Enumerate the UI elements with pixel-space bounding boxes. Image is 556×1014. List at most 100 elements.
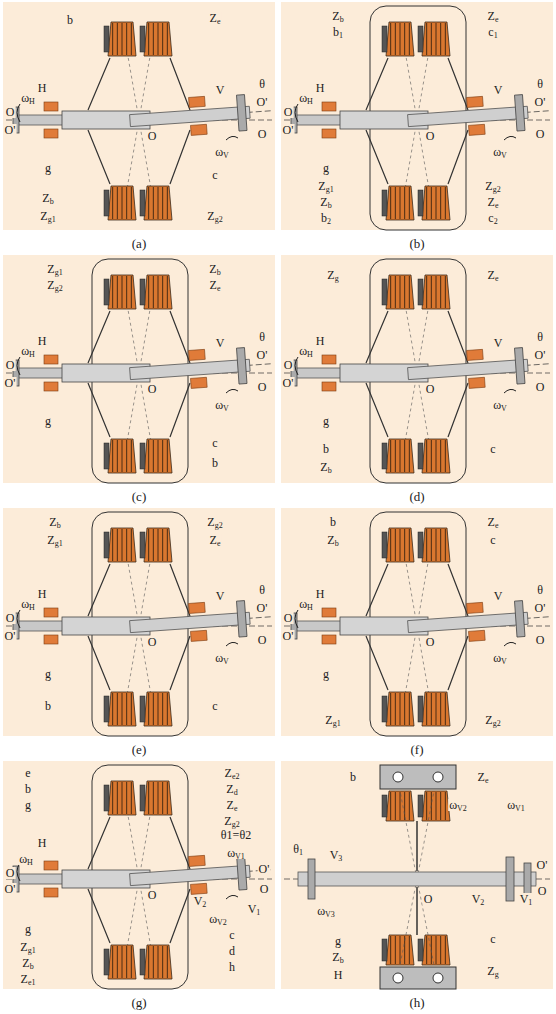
part-label: Zb: [319, 461, 332, 473]
part-label: O': [4, 883, 17, 895]
part-label: Zg2: [206, 210, 223, 222]
part-label: Zg1: [46, 534, 63, 546]
part-label: ωV1: [226, 847, 246, 859]
part-label: V1: [247, 903, 262, 915]
part-label: ωH: [298, 92, 314, 104]
panel-caption: (a): [131, 237, 147, 250]
part-label: ωV2: [208, 913, 228, 925]
part-label: O: [535, 128, 546, 140]
panel-caption: (f): [410, 743, 425, 756]
part-label: Zg1: [317, 180, 334, 192]
part-label: θ: [536, 331, 544, 343]
part-label: Zd: [225, 783, 238, 795]
part-label: ωV: [214, 146, 230, 158]
part-label: O': [4, 630, 17, 642]
part-label: O: [147, 383, 158, 395]
part-label: O': [256, 602, 269, 614]
panel-caption: (c): [131, 490, 147, 503]
part-label: ωH: [298, 345, 314, 357]
part-label: V: [215, 337, 226, 349]
part-label: O: [5, 106, 16, 118]
part-label: ωH: [20, 598, 36, 610]
part-label: Zb: [331, 951, 344, 963]
part-label: O: [425, 636, 436, 648]
part-label: O': [4, 377, 17, 389]
part-label: H: [333, 969, 344, 981]
part-label: g: [322, 415, 330, 427]
part-label: O: [423, 893, 434, 905]
part-label: O': [256, 349, 269, 361]
part-label: Ze: [487, 269, 500, 281]
part-label: O: [535, 634, 546, 646]
part-label: ωV3: [316, 905, 336, 917]
part-label: Ze: [209, 279, 222, 291]
part-label: b: [211, 457, 219, 469]
part-label: Ze: [477, 771, 490, 783]
part-label: Zg2: [223, 815, 240, 827]
part-label: Ze2: [224, 767, 241, 779]
part-label: b1: [332, 26, 344, 38]
part-label: g: [44, 668, 52, 680]
part-label: O: [147, 130, 158, 142]
part-label: V: [493, 84, 504, 96]
part-label: O': [282, 377, 295, 389]
part-label: Zb: [48, 516, 61, 528]
part-label: Zb: [208, 263, 221, 275]
part-label: O: [425, 130, 436, 142]
part-label: Zg1: [39, 210, 56, 222]
part-label: O: [5, 867, 16, 879]
part-label: ωV1: [506, 799, 526, 811]
part-label: g: [44, 415, 52, 427]
part-label: Ze1: [20, 973, 37, 985]
part-label: h: [228, 961, 236, 973]
part-label: V2: [471, 893, 486, 905]
part-label: Zb: [326, 534, 339, 546]
panel-caption: (h): [408, 996, 425, 1009]
part-label: Zg2: [46, 279, 63, 291]
part-label: b: [24, 783, 32, 795]
part-label: c: [211, 700, 218, 712]
part-label: O: [537, 885, 548, 897]
part-label: ωH: [18, 853, 34, 865]
part-label: Ze: [226, 799, 239, 811]
part-label: O: [5, 359, 16, 371]
part-label: O': [258, 863, 271, 875]
part-label: Ze: [487, 10, 500, 22]
part-label: ωV: [214, 399, 230, 411]
part-label: H: [315, 335, 326, 347]
part-label: O: [257, 634, 268, 646]
part-label: c: [211, 169, 218, 181]
part-label: H: [315, 82, 326, 94]
part-label: b: [349, 771, 357, 783]
part-label: b: [66, 14, 74, 26]
part-label: Zb: [331, 10, 344, 22]
part-label: g: [24, 799, 32, 811]
part-label: c: [211, 437, 218, 449]
part-label: O': [534, 96, 547, 108]
part-label: ωH: [20, 345, 36, 357]
part-label: O: [257, 128, 268, 140]
part-label: b2: [320, 212, 332, 224]
part-label: O': [536, 859, 549, 871]
part-label: V: [493, 337, 504, 349]
part-label: O': [534, 602, 547, 614]
part-label: V: [215, 84, 226, 96]
part-label: c1: [487, 26, 498, 38]
part-label: g: [322, 162, 330, 174]
part-label: e: [24, 767, 31, 779]
part-label: Zg: [326, 269, 339, 281]
part-label: b: [329, 516, 337, 528]
part-label: ωV2: [448, 799, 468, 811]
part-label: b: [322, 443, 330, 455]
part-label: b: [44, 700, 52, 712]
part-label: O: [283, 106, 294, 118]
part-label: O: [5, 612, 16, 624]
panel-caption: (g): [130, 996, 147, 1009]
panel-caption: (b): [408, 237, 425, 250]
panel-caption: (d): [408, 490, 425, 503]
panel-caption: (e): [131, 743, 147, 756]
part-label: ωH: [298, 598, 314, 610]
part-label: O: [535, 381, 546, 393]
part-label: g: [334, 935, 342, 947]
